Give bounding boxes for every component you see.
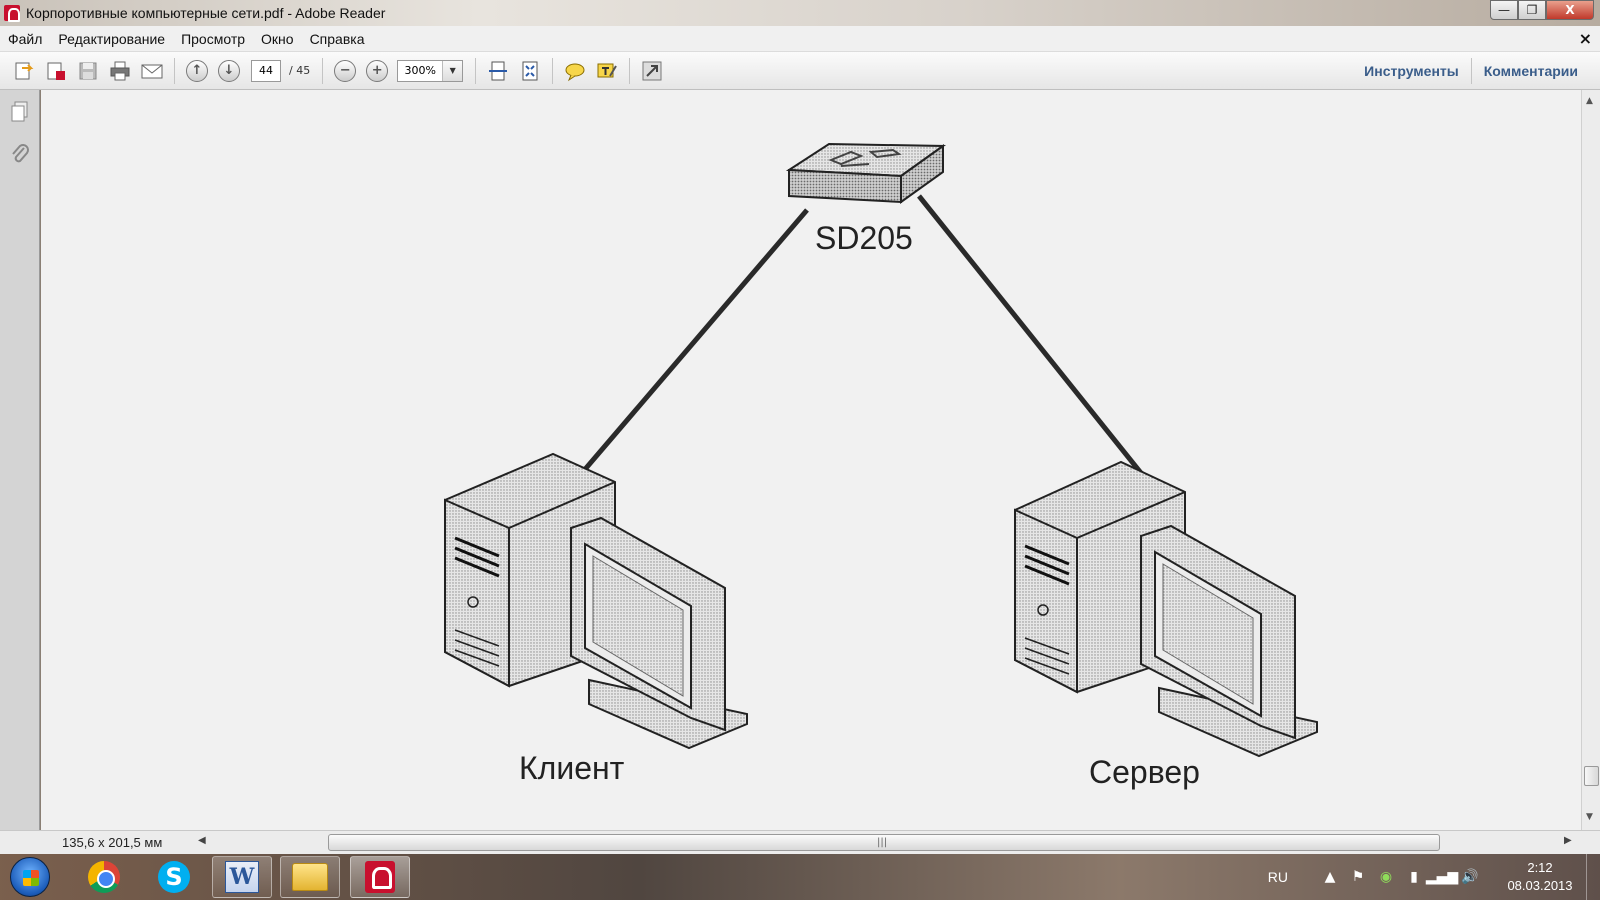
- pages-panel-icon[interactable]: [8, 100, 32, 124]
- network-diagram: [444, 142, 1318, 758]
- vertical-scrollbar[interactable]: ▲ ▼: [1581, 90, 1600, 830]
- taskbar-skype[interactable]: S: [144, 856, 204, 898]
- toolbar-separator: [322, 57, 324, 84]
- open-icon[interactable]: [11, 58, 37, 84]
- zoom-out-button[interactable]: −: [332, 58, 358, 84]
- status-bar: 135,6 x 201,5 мм ◀ ||| ▶: [0, 830, 1600, 854]
- switch-label: SD205: [815, 220, 913, 256]
- sticky-note-icon[interactable]: [562, 58, 588, 84]
- email-icon[interactable]: [139, 58, 165, 84]
- vertical-scroll-thumb[interactable]: [1584, 766, 1599, 786]
- chrome-icon: [88, 861, 120, 893]
- attachments-icon[interactable]: [8, 142, 32, 166]
- full-screen-icon[interactable]: [639, 58, 665, 84]
- minus-icon: −: [334, 59, 357, 82]
- window-controls: — ❐ X: [1490, 0, 1594, 20]
- language-indicator[interactable]: RU: [1267, 869, 1288, 885]
- scroll-left-icon[interactable]: ◀: [198, 835, 206, 846]
- network-signal-icon[interactable]: ▂▄▆: [1425, 869, 1459, 885]
- page-number-input[interactable]: 44: [251, 59, 281, 82]
- server-computer: [1014, 460, 1318, 758]
- menu-edit[interactable]: Редактирование: [58, 30, 166, 47]
- toolbar-separator: [629, 57, 631, 84]
- system-tray: RU ▲ ⚑ ◉ ▮ ▂▄▆ 🔊 2:12 08.03.2013: [1268, 854, 1600, 900]
- close-button[interactable]: X: [1546, 0, 1594, 20]
- menu-view[interactable]: Просмотр: [181, 30, 246, 47]
- toolbar: ↑ ↓ 44 / 45 − + 300% ▼ Инструменты Комме…: [0, 52, 1600, 90]
- page-size-label: 135,6 x 201,5 мм: [62, 835, 163, 850]
- maximize-button[interactable]: ❐: [1518, 0, 1546, 20]
- chevron-down-icon[interactable]: ▼: [442, 60, 463, 81]
- highlight-text-icon[interactable]: [594, 58, 620, 84]
- adobe-reader-icon: [365, 861, 395, 893]
- show-desktop-button[interactable]: [1586, 854, 1600, 900]
- clock-date: 08.03.2013: [1507, 878, 1573, 893]
- show-hidden-icons-icon[interactable]: ▲: [1324, 869, 1336, 885]
- scroll-down-icon[interactable]: ▼: [1586, 812, 1593, 822]
- clock[interactable]: 2:12 08.03.2013: [1498, 859, 1582, 895]
- page-total: / 45: [289, 64, 311, 77]
- menu-bar: Файл Редактирование Просмотр Окно Справк…: [0, 26, 1600, 52]
- menu-file[interactable]: Файл: [8, 30, 43, 47]
- toolbar-separator: [552, 57, 554, 84]
- next-page-button[interactable]: ↓: [216, 58, 242, 84]
- window-title: Корпоротивные компьютерные сети.pdf - Ad…: [26, 5, 386, 21]
- title-bar: Корпоротивные компьютерные сети.pdf - Ad…: [0, 0, 1600, 26]
- create-pdf-icon[interactable]: [43, 58, 69, 84]
- flag-icon[interactable]: ⚑: [1351, 869, 1365, 885]
- scroll-up-icon[interactable]: ▲: [1586, 96, 1593, 106]
- cable-server: [917, 194, 1147, 480]
- folder-icon: [292, 863, 328, 891]
- plus-icon: +: [366, 59, 389, 82]
- toolbar-separator: [174, 57, 175, 84]
- toolbar-separator: [475, 57, 477, 84]
- toolbar-separator: [1470, 58, 1472, 84]
- horizontal-scroll-thumb[interactable]: |||: [328, 834, 1440, 851]
- arrow-down-icon: ↓: [218, 59, 240, 82]
- scroll-right-icon[interactable]: ▶: [1564, 835, 1572, 846]
- minimize-button[interactable]: —: [1490, 0, 1518, 20]
- fit-page-icon[interactable]: [517, 58, 543, 84]
- client-computer: [444, 452, 748, 750]
- volume-icon[interactable]: 🔊: [1461, 869, 1479, 885]
- zoom-in-button[interactable]: +: [364, 58, 390, 84]
- taskbar-explorer[interactable]: [280, 856, 340, 898]
- zoom-value: 300%: [404, 64, 436, 77]
- document-view[interactable]: SD205 Клиент Сервер: [41, 90, 1581, 830]
- toolbar-panels: Инструменты Комментарии: [1352, 52, 1590, 90]
- taskbar-adobe-reader[interactable]: [350, 856, 410, 898]
- start-button[interactable]: [10, 857, 50, 897]
- close-document-button[interactable]: ×: [1578, 29, 1592, 48]
- menu-help[interactable]: Справка: [309, 30, 365, 47]
- windows-logo-icon: [23, 870, 39, 886]
- adobe-reader-icon: [4, 5, 20, 22]
- save-icon[interactable]: [75, 58, 101, 84]
- comments-panel-button[interactable]: Комментарии: [1483, 63, 1578, 79]
- server-label: Сервер: [1089, 754, 1200, 790]
- word-icon: W: [225, 861, 259, 893]
- taskbar-word[interactable]: W: [212, 856, 272, 898]
- skype-icon: S: [158, 861, 190, 893]
- zoom-select[interactable]: 300% ▼: [397, 59, 464, 82]
- battery-icon[interactable]: ▮: [1410, 869, 1418, 885]
- fit-width-icon[interactable]: [485, 58, 511, 84]
- arrow-up-icon: ↑: [186, 59, 208, 82]
- tools-panel-button[interactable]: Инструменты: [1364, 63, 1459, 79]
- print-icon[interactable]: [107, 58, 133, 84]
- switch-device: [785, 142, 947, 204]
- menu-window[interactable]: Окно: [261, 30, 294, 47]
- taskbar-chrome[interactable]: [74, 856, 134, 898]
- clock-time: 2:12: [1527, 860, 1553, 875]
- navigation-pane: [0, 90, 40, 842]
- cable-client: [579, 208, 809, 476]
- previous-page-button[interactable]: ↑: [184, 58, 210, 84]
- client-label: Клиент: [519, 750, 625, 786]
- update-icon[interactable]: ◉: [1379, 869, 1393, 885]
- taskbar: S W RU ▲ ⚑ ◉ ▮ ▂▄▆ 🔊 2:12 08.03.2013: [0, 854, 1600, 900]
- grip-icon: |||: [877, 837, 888, 848]
